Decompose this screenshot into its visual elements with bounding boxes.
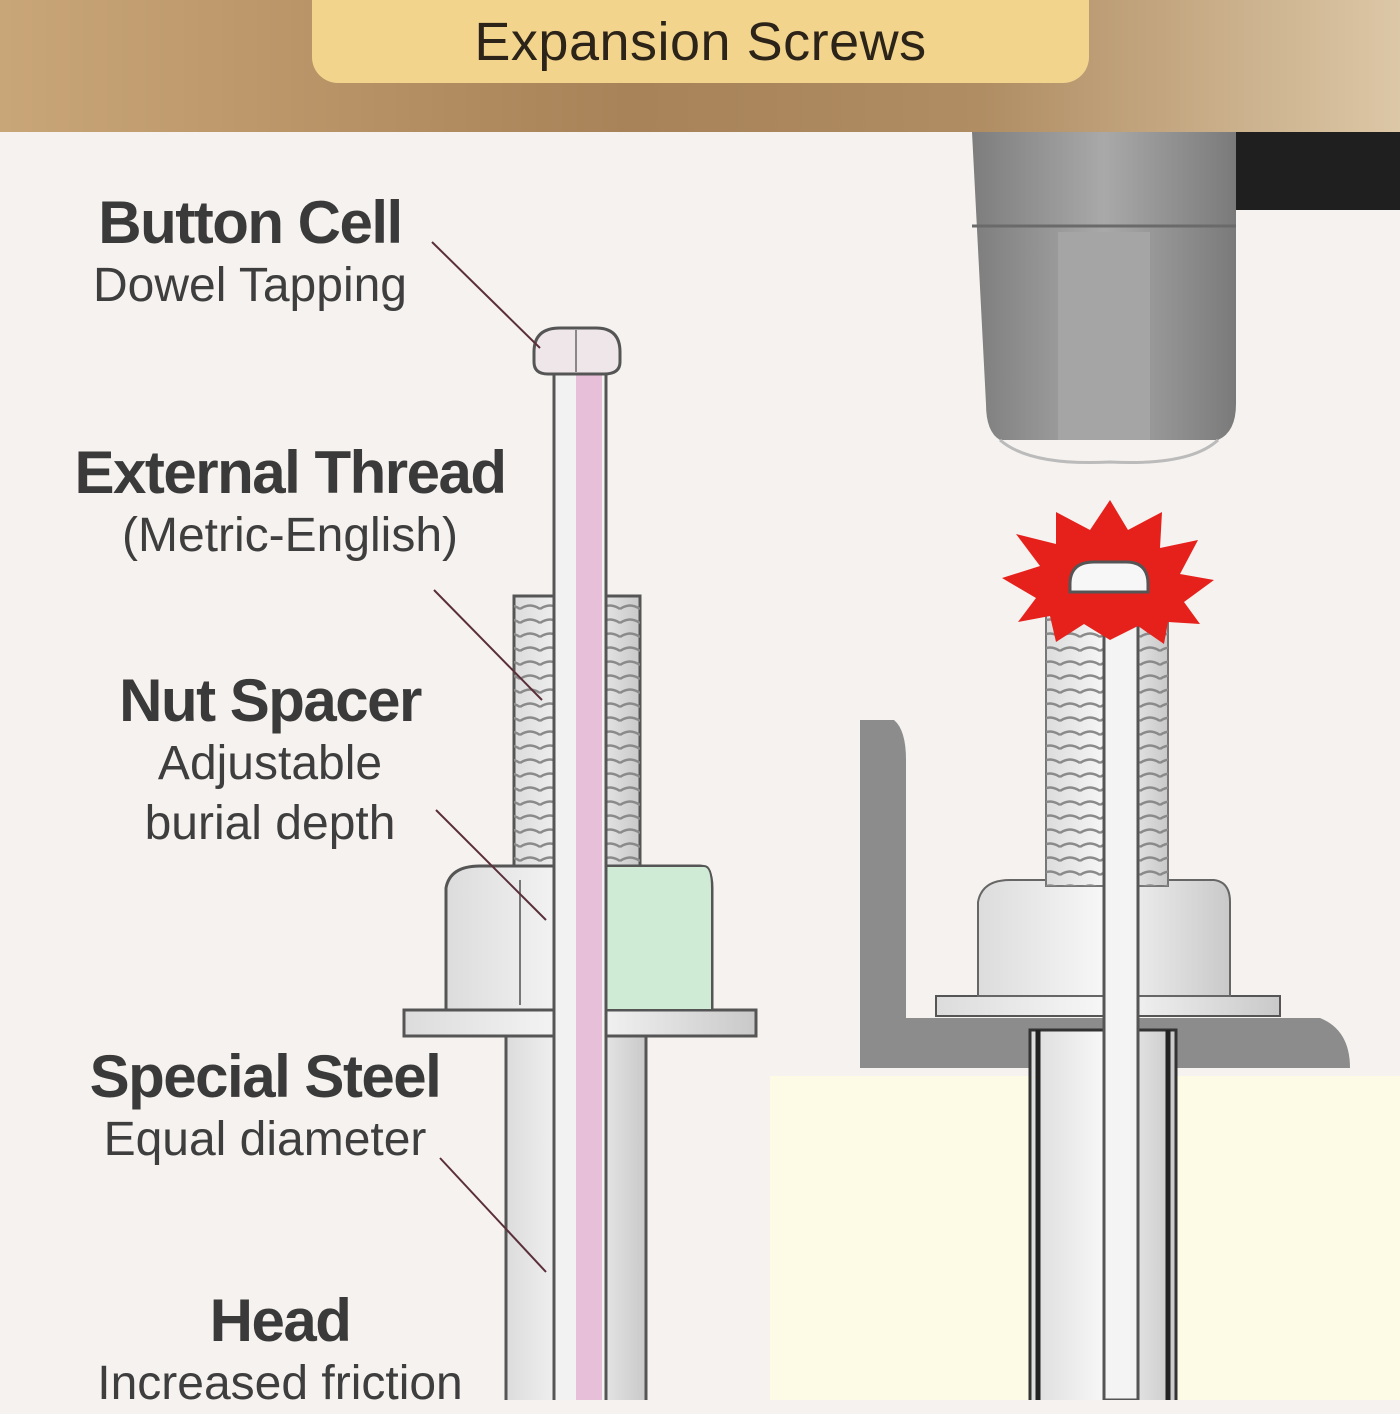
label-title: Special Steel (89, 1043, 442, 1110)
label-title: Button Cell (98, 189, 403, 256)
label-subtitle: (Metric-English) (121, 509, 459, 562)
label-subtitle: Dowel Tapping (93, 259, 407, 312)
label-title: Head (209, 1287, 352, 1354)
label-subtitle: burial depth (144, 797, 396, 850)
title-pill: Expansion Screws (312, 0, 1089, 83)
label-title: External Thread (74, 439, 508, 506)
label-head: Head Increased friction (30, 1288, 530, 1414)
leader-lines (431, 241, 547, 1273)
label-nut-spacer: Nut Spacer Adjustable burial depth (60, 668, 480, 854)
label-button-cell: Button Cell Dowel Tapping (40, 190, 460, 316)
expansion-screw-illustration (402, 132, 1400, 1400)
label-subtitle: Equal diameter (103, 1113, 427, 1166)
header-banner: Expansion Screws (0, 0, 1400, 132)
label-subtitle: Adjustable (157, 737, 383, 790)
label-subtitle: Increased friction (97, 1357, 463, 1410)
page-title: Expansion Screws (474, 11, 927, 72)
setting-tool-icon (972, 132, 1400, 464)
screw-left (402, 241, 758, 1400)
label-external-thread: External Thread (Metric-English) (40, 440, 540, 566)
angle-bracket (860, 720, 1350, 1068)
label-title: Nut Spacer (119, 667, 422, 734)
screw-right (770, 132, 1400, 1400)
label-special-steel: Special Steel Equal diameter (40, 1044, 490, 1170)
